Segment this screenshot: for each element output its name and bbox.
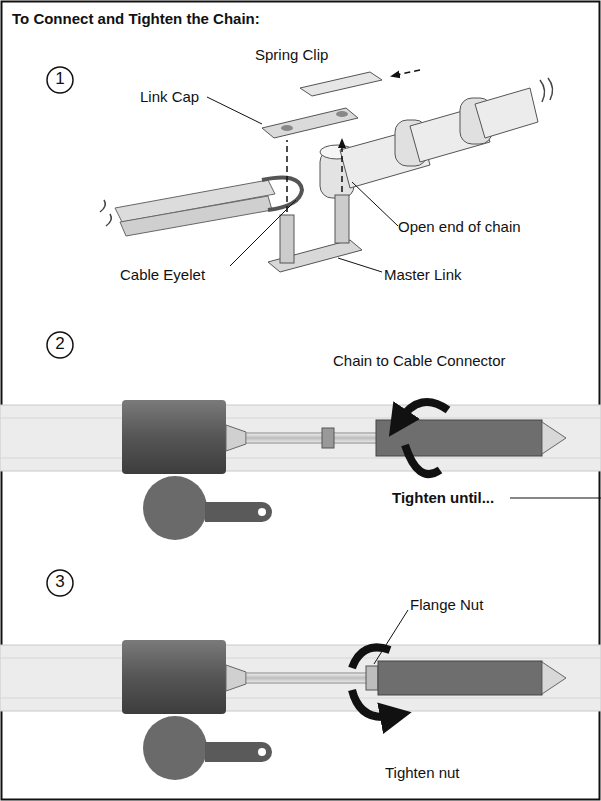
master-link-pin (280, 215, 294, 263)
track-line (0, 458, 601, 459)
threaded-rod (246, 673, 370, 683)
connector-tip (542, 422, 566, 454)
tab-hole (258, 748, 266, 756)
part-label: Link Cap (140, 88, 199, 106)
assembly-view-3 (0, 610, 601, 780)
break-mark (540, 78, 553, 102)
trolley-tab (205, 742, 272, 762)
cable (100, 178, 302, 236)
part-label: Cable Eyelet (120, 266, 205, 284)
leader-lines (207, 97, 398, 272)
assembly-arrow (392, 70, 420, 76)
rotation-arrow (400, 402, 448, 420)
break-mark (100, 200, 111, 226)
rod-cone (226, 665, 246, 691)
link-cap-plate (262, 108, 358, 138)
callout-circle (47, 570, 73, 596)
trolley-wheel (143, 476, 207, 540)
link-cap-hole (281, 125, 293, 131)
trolley-tab (205, 502, 272, 522)
chain-plate (475, 88, 538, 138)
cable-body (120, 196, 272, 236)
instruction-label: Tighten until... (392, 489, 494, 507)
leader-line (374, 610, 408, 664)
spring-clip-shape (300, 72, 382, 96)
flange-nut (366, 666, 378, 690)
part-label: Spring Clip (255, 46, 328, 64)
connector-body (378, 661, 542, 695)
leader-line (510, 497, 601, 498)
callout-number: 3 (48, 573, 72, 591)
part-label: Open end of chain (398, 218, 521, 236)
leader-line (207, 97, 262, 124)
part-label: Chain to Cable Connector (333, 352, 506, 370)
track-line (0, 698, 601, 699)
leader-line (230, 200, 296, 266)
connector-body (376, 420, 542, 456)
assembly-view-2 (0, 400, 601, 540)
connector-tip (542, 662, 566, 694)
track-band (0, 645, 601, 711)
diagram-title: To Connect and Tighten the Chain: (12, 10, 260, 28)
link-cap-hole (336, 111, 348, 117)
rotation-arrow (352, 690, 392, 717)
trolley-block (122, 640, 226, 714)
leader-line (352, 182, 398, 226)
rotation-arrow (405, 445, 440, 474)
leader-line (338, 258, 382, 272)
tab-hole (258, 508, 266, 516)
track-band (0, 405, 601, 471)
cable-eyelet (262, 178, 302, 210)
rod-cone (226, 425, 246, 451)
spring-clip (300, 70, 420, 96)
threaded-rod (246, 433, 378, 443)
track-line (0, 418, 601, 419)
rotation-arrow (352, 647, 390, 668)
link-cap (262, 108, 358, 138)
trolley-block (122, 400, 226, 474)
chain (320, 78, 553, 198)
flange-nut (322, 428, 334, 448)
instruction-label: Tighten nut (385, 764, 460, 782)
callout-circle (47, 332, 73, 358)
callout-number: 1 (48, 70, 72, 88)
part-label: Master Link (384, 266, 462, 284)
master-link-pin (335, 195, 349, 243)
callout-number: 2 (48, 335, 72, 353)
track-line (0, 658, 601, 659)
master-link (268, 140, 362, 272)
callout-circle (47, 67, 73, 93)
trolley-wheel (143, 716, 207, 780)
part-label: Flange Nut (410, 596, 483, 614)
